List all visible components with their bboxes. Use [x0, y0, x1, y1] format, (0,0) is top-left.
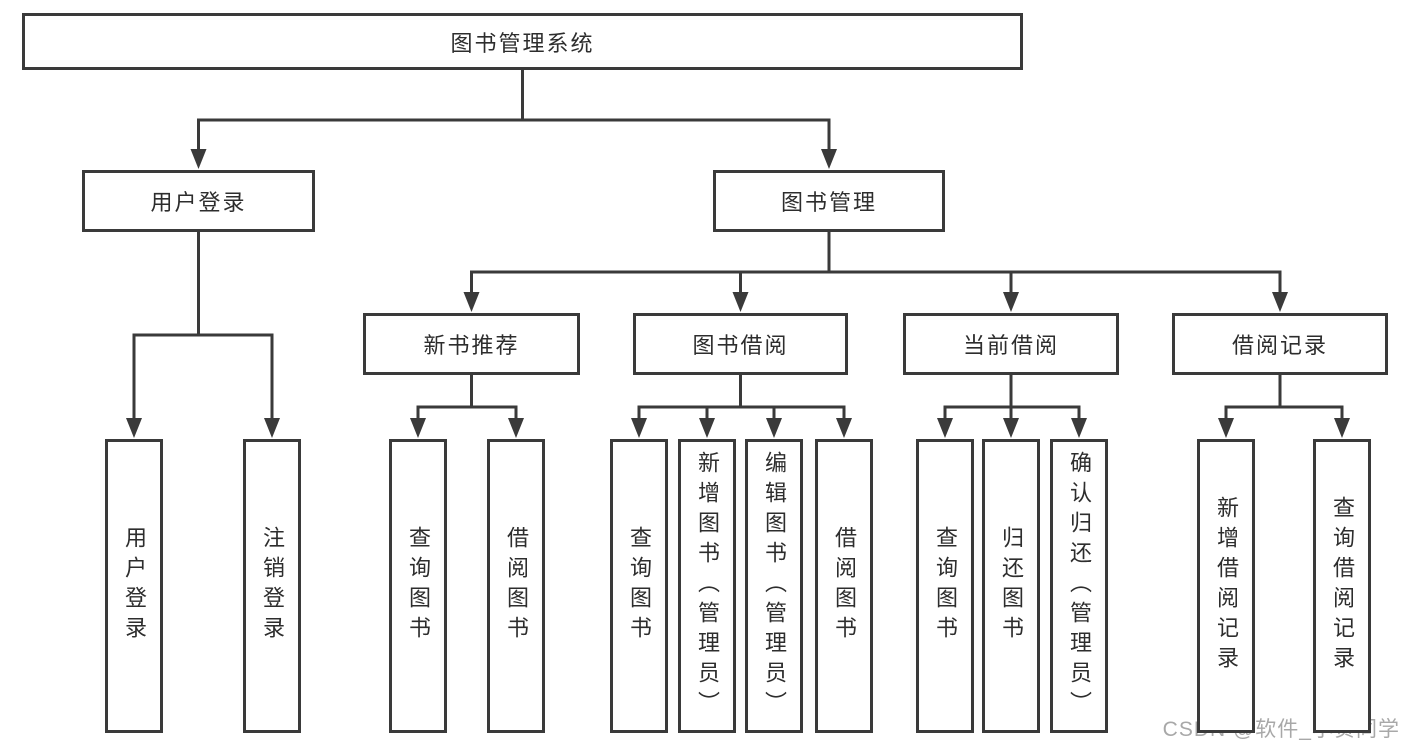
- node-user-login: 用户登录: [82, 170, 315, 232]
- node-query-books-2: 查询图书: [610, 439, 668, 733]
- node-label-book-mgmt: 图书管理: [780, 190, 877, 215]
- node-label-edit-books-admin: 编辑图书（管理员）: [762, 451, 787, 721]
- node-label-borrow-books-1: 借阅图书: [504, 526, 529, 646]
- node-edit-books-admin: 编辑图书（管理员）: [745, 439, 803, 733]
- arrowhead-down: [732, 292, 749, 312]
- node-user-login-v: 用户登录: [105, 439, 163, 733]
- arrowhead-down: [1218, 418, 1234, 438]
- node-label-logout: 注销登录: [260, 526, 285, 646]
- arrowhead-down: [1071, 418, 1087, 438]
- node-borrow-books-1: 借阅图书: [487, 439, 545, 733]
- node-return-books: 归还图书: [982, 439, 1040, 733]
- node-label-add-books-admin: 新增图书（管理员）: [695, 451, 720, 721]
- arrowhead-down: [190, 149, 207, 169]
- node-label-new-book-rec: 新书推荐: [423, 333, 520, 358]
- node-label-confirm-return-admin: 确认归还（管理员）: [1067, 451, 1092, 721]
- arrowhead-down: [836, 418, 852, 438]
- node-label-current-borrow: 当前借阅: [962, 333, 1059, 358]
- node-add-borrow-record: 新增借阅记录: [1197, 439, 1255, 733]
- node-borrow-books-2: 借阅图书: [815, 439, 873, 733]
- arrowhead-down: [766, 418, 782, 438]
- node-add-books-admin: 新增图书（管理员）: [678, 439, 736, 733]
- arrowhead-down: [631, 418, 647, 438]
- arrowhead-down: [821, 149, 837, 169]
- node-label-user-login-v: 用户登录: [122, 526, 147, 646]
- node-label-user-login: 用户登录: [150, 190, 247, 215]
- node-label-borrow-books-2: 借阅图书: [832, 526, 857, 646]
- node-root: 图书管理系统: [22, 13, 1023, 70]
- node-label-query-books-3: 查询图书: [933, 526, 958, 646]
- arrowhead-down: [410, 418, 426, 438]
- node-label-add-borrow-record: 新增借阅记录: [1214, 496, 1239, 676]
- arrowhead-down: [1003, 292, 1019, 312]
- node-label-query-borrow-record: 查询借阅记录: [1330, 496, 1355, 676]
- node-label-return-books: 归还图书: [999, 526, 1024, 646]
- arrowhead-down: [463, 292, 480, 312]
- arrowhead-down: [508, 418, 524, 438]
- node-current-borrow: 当前借阅: [903, 313, 1119, 375]
- node-label-root: 图书管理系统: [450, 30, 595, 56]
- node-label-query-books-2: 查询图书: [627, 526, 652, 646]
- arrowhead-down: [126, 418, 142, 438]
- node-book-mgmt: 图书管理: [713, 170, 945, 232]
- node-query-borrow-record: 查询借阅记录: [1313, 439, 1371, 733]
- node-query-books-1: 查询图书: [389, 439, 447, 733]
- arrowhead-down: [1272, 292, 1288, 312]
- arrowhead-down: [699, 418, 715, 438]
- node-query-books-3: 查询图书: [916, 439, 974, 733]
- arrowhead-down: [937, 418, 953, 438]
- node-label-query-books-1: 查询图书: [406, 526, 431, 646]
- node-label-book-borrow: 图书借阅: [692, 333, 789, 358]
- arrowhead-down: [1003, 418, 1019, 438]
- node-new-book-rec: 新书推荐: [363, 313, 580, 375]
- node-label-borrow-records: 借阅记录: [1231, 333, 1328, 358]
- arrowhead-down: [1334, 418, 1350, 438]
- arrowhead-down: [264, 418, 280, 438]
- node-book-borrow: 图书借阅: [633, 313, 848, 375]
- node-borrow-records: 借阅记录: [1172, 313, 1388, 375]
- node-logout: 注销登录: [243, 439, 301, 733]
- node-confirm-return-admin: 确认归还（管理员）: [1050, 439, 1108, 733]
